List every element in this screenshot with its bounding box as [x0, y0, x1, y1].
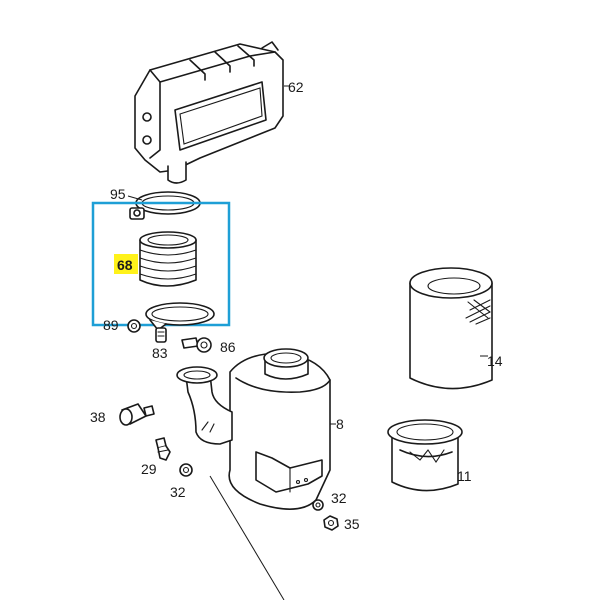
- part-86-bolt[interactable]: [181, 337, 212, 353]
- part-35-nut[interactable]: [323, 515, 339, 531]
- label-89: 89: [103, 317, 119, 333]
- part-89-nut[interactable]: [127, 319, 141, 333]
- label-68[interactable]: 68: [117, 257, 133, 273]
- label-32-left: 32: [170, 484, 186, 500]
- label-95: 95: [110, 186, 126, 202]
- part-8-filter-housing[interactable]: [176, 348, 331, 510]
- label-29: 29: [141, 461, 157, 477]
- part-68-bellows[interactable]: [139, 231, 197, 287]
- label-11: 11: [457, 468, 472, 484]
- label-83: 83: [152, 345, 168, 361]
- part-83-screw[interactable]: [155, 327, 167, 343]
- housing-extension-line: [209, 475, 285, 600]
- part-89-lower-clamp[interactable]: [145, 302, 215, 331]
- label-35: 35: [344, 516, 360, 532]
- part-14-filter-element[interactable]: [409, 267, 493, 390]
- label-32-right: 32: [331, 490, 347, 506]
- part-95-upper-clamp[interactable]: [129, 191, 201, 220]
- part-29-valve[interactable]: [155, 437, 171, 461]
- part-11-filter-cartridge[interactable]: [387, 419, 463, 492]
- label-68-background: [114, 254, 138, 274]
- part-32-washer-right[interactable]: [312, 499, 324, 511]
- part-38-sensor[interactable]: [119, 403, 155, 426]
- part-32-washer-left[interactable]: [179, 463, 193, 477]
- label-14: 14: [487, 353, 503, 369]
- label-38: 38: [90, 409, 106, 425]
- label-86: 86: [220, 339, 236, 355]
- part-62-intake-duct[interactable]: [134, 41, 284, 184]
- label-8: 8: [336, 416, 344, 432]
- label-62: 62: [288, 79, 304, 95]
